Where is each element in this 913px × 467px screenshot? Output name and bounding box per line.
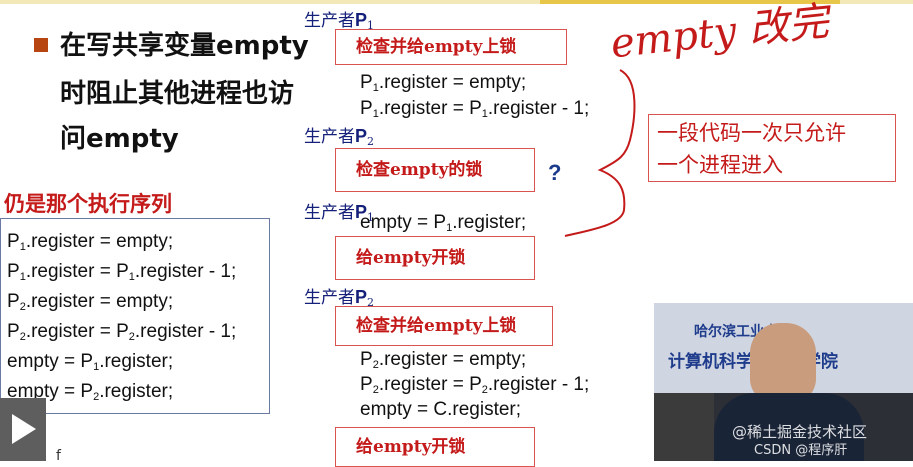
sequence-title: 仍是那个执行序列	[4, 191, 172, 216]
sequence-line: P1.register = empty;	[7, 231, 174, 253]
lecturer-body	[714, 393, 864, 461]
code-line: P2.register = empty;	[360, 349, 527, 371]
critical-section-note: 一段代码一次只允许 一个进程进入	[648, 114, 896, 182]
unlock-box: 给empty开锁	[335, 236, 535, 280]
note-line-1: 一段代码一次只允许	[657, 121, 846, 145]
bullet-line-2: 时阻止其他进程也访	[60, 79, 295, 109]
bullet-line-3: 问empty	[60, 124, 179, 154]
video-chair	[654, 393, 714, 461]
unlock-box: 给empty开锁	[335, 427, 535, 467]
code-line: P2.register = P2.register - 1;	[360, 374, 590, 396]
code-line: P1.register = empty;	[360, 72, 527, 94]
lock-box: 检查并给empty上锁	[335, 29, 567, 65]
sequence-line: empty = P1.register;	[7, 351, 174, 373]
code-line: empty = C.register;	[360, 399, 522, 420]
footer-fragment: f	[56, 448, 61, 464]
producer-label: 生产者P2	[304, 287, 375, 309]
note-line-2: 一个进程进入	[657, 153, 783, 177]
bracket-annotation	[564, 69, 636, 237]
play-button[interactable]	[0, 398, 46, 461]
sequence-line: empty = P2.register;	[7, 381, 174, 403]
sequence-box: P1.register = empty; P1.register = P1.re…	[0, 218, 270, 414]
watermark-line-2: CSDN @程序肝	[754, 443, 848, 458]
slide-top-accent	[540, 0, 840, 4]
play-icon	[12, 414, 36, 444]
code-line: empty = P1.register;	[360, 212, 527, 234]
producer-label: 生产者P2	[304, 126, 375, 148]
bullet-line-1: 在写共享变量empty	[60, 31, 309, 61]
sequence-line: P2.register = P2.register - 1;	[7, 321, 237, 343]
code-line: P1.register = P1.register - 1;	[360, 98, 590, 120]
check-lock-box: 检查empty的锁	[335, 148, 535, 192]
question-mark: ?	[548, 160, 562, 185]
producer-label: 生产者P1	[304, 10, 375, 32]
sequence-line: P2.register = empty;	[7, 291, 174, 313]
sequence-line: P1.register = P1.register - 1;	[7, 261, 237, 283]
watermark-line-1: @稀土掘金技术社区	[732, 423, 868, 441]
lecture-video[interactable]: 哈尔滨工业大学 计算机科学与技术学院 @稀土掘金技术社区 CSDN @程序肝	[654, 303, 913, 461]
producer-label: 生产者P1	[304, 202, 375, 224]
lecturer-face	[750, 323, 816, 403]
slide-top-bar	[0, 0, 913, 4]
lock-box: 检查并给empty上锁	[335, 306, 553, 346]
handwritten-note: empty 改完	[608, 0, 831, 68]
bullet-marker	[34, 38, 48, 52]
